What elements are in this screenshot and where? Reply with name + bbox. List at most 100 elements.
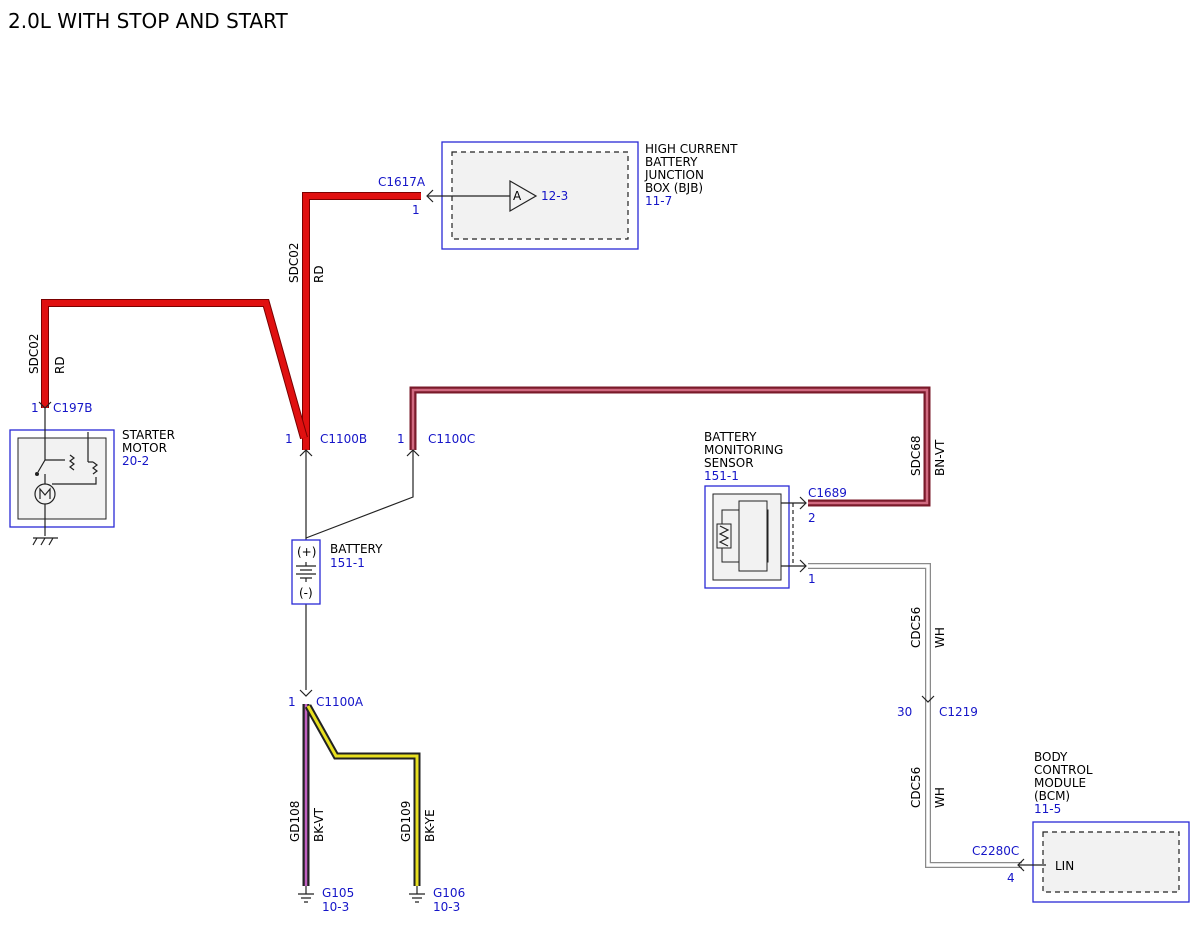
c1617a-label: C1617A: [378, 175, 426, 189]
bjb-internal-ref[interactable]: 12-3: [541, 189, 568, 203]
wire-gd109: [304, 704, 421, 886]
wire-cdc56: [808, 563, 1022, 868]
starter-border: [9, 429, 115, 528]
bjb-name-line-2: BATTERY: [645, 155, 698, 169]
g105-label: G105: [322, 886, 354, 900]
starter-motor-icon: [34, 474, 56, 536]
battery-ref[interactable]: 151-1: [330, 556, 365, 570]
bjb-name-line-1: HIGH CURRENT: [645, 142, 738, 156]
c1219-connector: 30 C1219: [897, 695, 978, 719]
battery-minus: (-): [299, 586, 313, 600]
bms-name-line-3: SENSOR: [704, 456, 754, 470]
c2280c-label: C2280C: [972, 844, 1019, 858]
battery-component: (+) (-) BATTERY 151-1: [291, 539, 383, 605]
wire-sdc68-color: BN-VT: [933, 439, 947, 476]
bcm-component: LIN C2280C 4 BODY CONTROL MODULE (BCM) 1…: [972, 750, 1190, 903]
g105-ground-icon: [298, 886, 314, 903]
g106-ground-icon: [409, 886, 425, 903]
bcm-inner: [1042, 831, 1180, 893]
g105-ground: G105 10-3: [298, 886, 354, 914]
c1689-pin2-connector-icon: [799, 496, 807, 510]
starter-ground-icon: [32, 537, 58, 546]
c1100a-connector: 1 C1100A: [288, 689, 364, 709]
wire-sdc02-bjb: [302, 192, 421, 450]
bcm-name-line-1: BODY: [1034, 750, 1068, 764]
c1100b-connector-icon: [299, 449, 313, 457]
c1100c-connector-icon: [406, 449, 420, 457]
bms-name-line-1: BATTERY: [704, 430, 757, 444]
wire-sdc02-starter: [41, 299, 308, 440]
starter-name-line-2: MOTOR: [122, 441, 167, 455]
bcm-ref[interactable]: 11-5: [1034, 802, 1061, 816]
wire-sdc02-starter-color: RD: [53, 356, 67, 374]
starter-component: 1 C197B STARTER MOTOR 20-2: [9, 401, 175, 546]
bjb-ref[interactable]: 11-7: [645, 194, 672, 208]
wire-sdc02-bjb-circuit: SDC02: [287, 242, 301, 283]
c1689-pin-2: 2: [808, 511, 816, 525]
wire-cdc56-upper-circuit: CDC56: [909, 607, 923, 648]
g106-ref[interactable]: 10-3: [433, 900, 460, 914]
starter-ref[interactable]: 20-2: [122, 454, 149, 468]
c1219-connector-icon: [921, 695, 935, 703]
wire-gd109-color: BK-YE: [423, 809, 437, 842]
c1100c-label: C1100C: [428, 432, 475, 446]
c1100b-connector: 1 C1100B: [285, 432, 367, 457]
bjb-name-line-4: BOX (BJB): [645, 181, 703, 195]
g106-label: G106: [433, 886, 465, 900]
bcm-border: [1032, 821, 1190, 903]
wire-battery-c1100c: [305, 450, 414, 539]
battery-cells-icon: [296, 562, 316, 582]
c197b-label: C197B: [53, 401, 93, 415]
wire-sdc02-bjb-color: RD: [312, 265, 326, 283]
c1689-label: C1689: [808, 486, 847, 500]
c1100a-pin: 1: [288, 695, 296, 709]
bcm-name-line-2: CONTROL: [1034, 763, 1093, 777]
battery-name: BATTERY: [330, 542, 383, 556]
bms-ref[interactable]: 151-1: [704, 469, 739, 483]
g106-ground: G106 10-3: [409, 886, 465, 914]
bcm-internal-label: LIN: [1055, 859, 1074, 873]
c1100c-connector: 1 C1100C: [397, 432, 475, 457]
c1100b-pin: 1: [285, 432, 293, 446]
battery-plus: (+): [297, 545, 316, 559]
battery-border: [291, 539, 321, 605]
page-title: 2.0L WITH STOP AND START: [8, 9, 289, 33]
c1100a-connector-icon: [299, 689, 313, 697]
wire-cdc56-lower-color: WH: [933, 787, 947, 808]
g105-ref[interactable]: 10-3: [322, 900, 349, 914]
wire-gd108-color: BK-VT: [312, 807, 326, 842]
starter-solenoid-icon: [35, 432, 98, 485]
c1617a-connector-icon: [426, 189, 434, 203]
bjb-fuse-triangle: [509, 179, 538, 213]
bms-shunt-body: [738, 500, 768, 572]
starter-name-line-1: STARTER: [122, 428, 175, 442]
starter-inner: [17, 437, 107, 520]
c1689-pin1-connector-icon: [799, 559, 807, 573]
bms-name-line-2: MONITORING: [704, 443, 783, 457]
bms-component: C1689 2 1 BATTERY MONITORING SENSOR 151-…: [704, 430, 847, 589]
c1689-pin-1: 1: [808, 572, 816, 586]
wire-gd109-circuit: GD109: [399, 801, 413, 842]
wire-sdc02-starter-circuit: SDC02: [27, 333, 41, 374]
bcm-name-line-3: MODULE: [1034, 776, 1086, 790]
c1219-pin: 30: [897, 705, 912, 719]
wire-sdc68-circuit: SDC68: [909, 435, 923, 476]
c197b-pin: 1: [31, 401, 39, 415]
bcm-name-line-4: (BCM): [1034, 789, 1070, 803]
bjb-name-line-3: JUNCTION: [644, 168, 704, 182]
c1100a-label: C1100A: [316, 695, 364, 709]
bms-border: [704, 485, 790, 589]
c1100b-label: C1100B: [320, 432, 367, 446]
wire-cdc56-lower-circuit: CDC56: [909, 767, 923, 808]
c1617a-pin: 1: [412, 203, 420, 217]
bms-pin-lines: [781, 502, 806, 567]
c2280c-pin: 4: [1007, 871, 1015, 885]
bjb-component: A 12-3 C1617A 1 HIGH CURRENT BATTERY JUN…: [378, 141, 738, 250]
wire-cdc56-upper-color: WH: [933, 627, 947, 648]
bms-resistor-icon: [716, 523, 732, 549]
wire-gd108-circuit: GD108: [288, 801, 302, 842]
bjb-internal-label: A: [513, 189, 522, 203]
c1100c-pin: 1: [397, 432, 405, 446]
c1219-label: C1219: [939, 705, 978, 719]
